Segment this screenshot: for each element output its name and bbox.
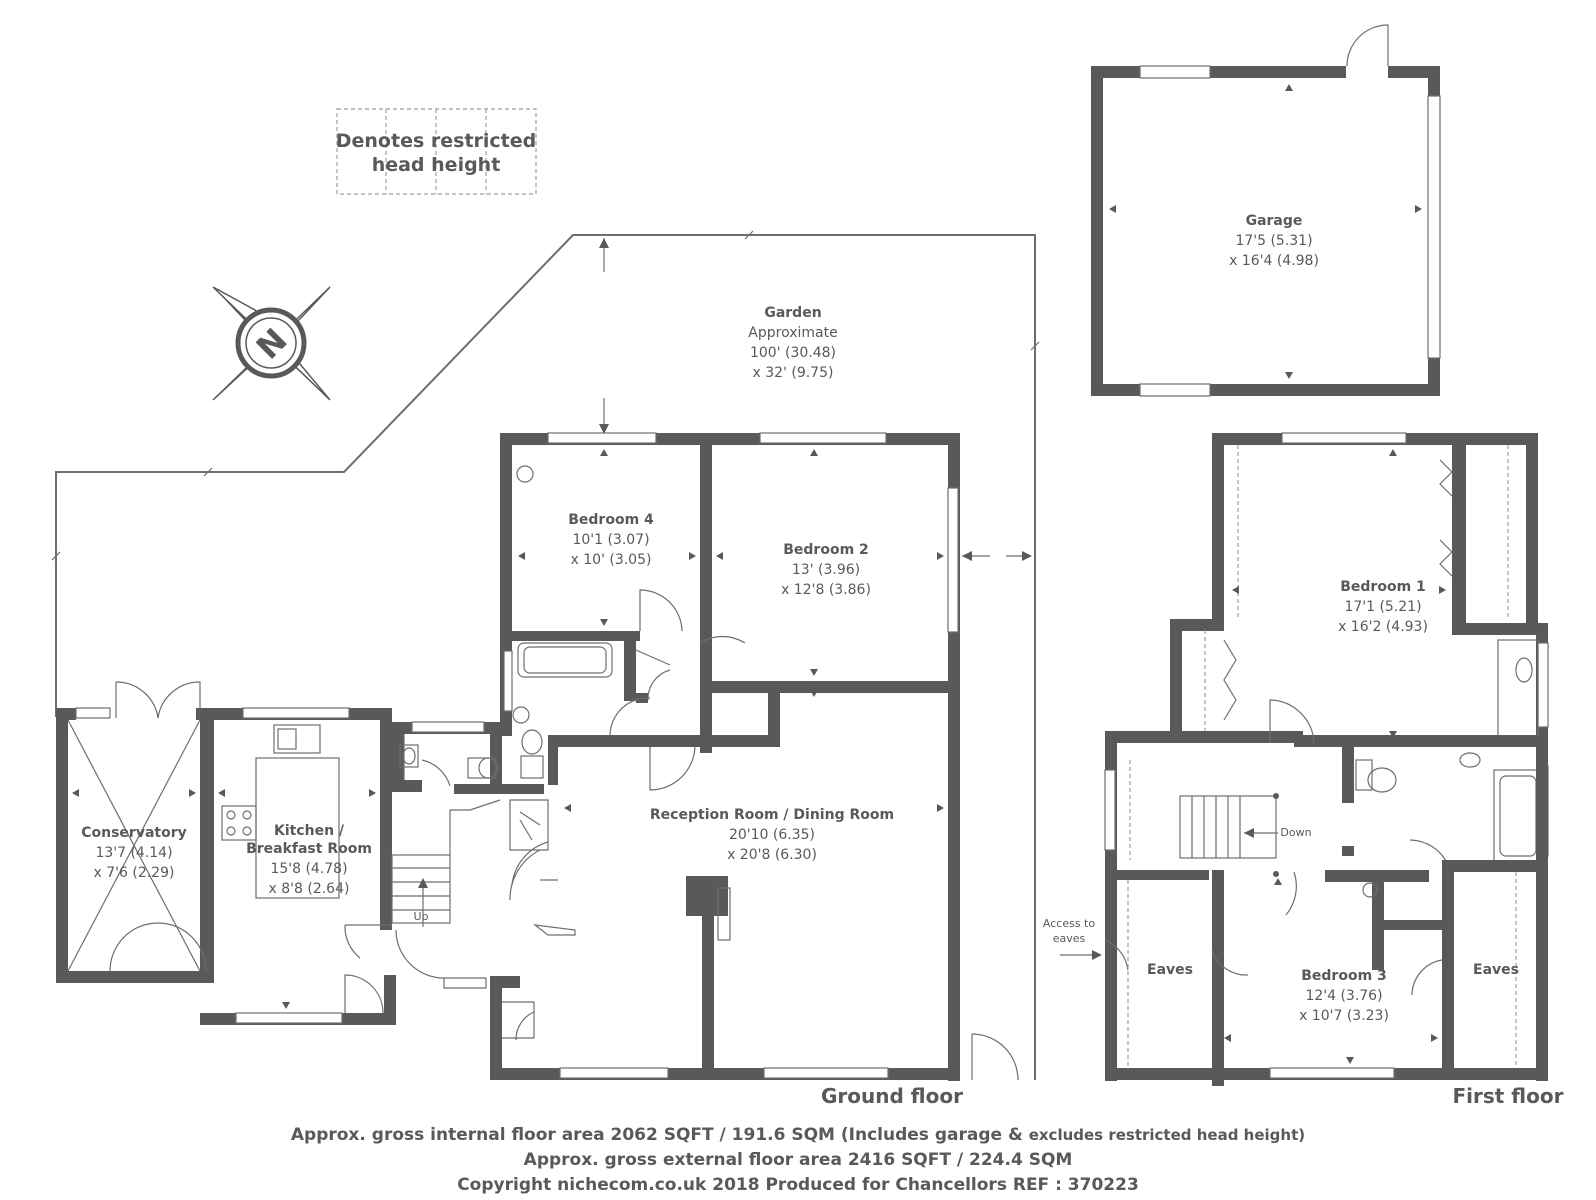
dimension-ticks <box>72 449 1446 1064</box>
kitchen-name-2: Breakfast Room <box>246 841 372 857</box>
ground-floor-title: Ground floor <box>821 1084 963 1108</box>
bedroom3-dim-2: x 10'7 (3.23) <box>1299 1008 1389 1024</box>
footer-line-2: Approx. gross external floor area 2416 S… <box>524 1150 1073 1170</box>
eaves-left: Eaves <box>1147 962 1193 978</box>
footer: Approx. gross internal floor area 2062 S… <box>291 1125 1305 1195</box>
room-labels: Garden Approximate 100' (30.48) x 32' (9… <box>81 213 1519 1024</box>
kitchen-dim-1: 15'8 (4.78) <box>270 861 347 877</box>
conservatory-dim-2: x 7'6 (2.29) <box>94 865 175 881</box>
garden-dim-1: 100' (30.48) <box>750 345 836 361</box>
access-eaves-line-2: eaves <box>1053 932 1086 945</box>
bedroom4-name: Bedroom 4 <box>568 512 654 528</box>
garden-dim-2: x 32' (9.75) <box>753 365 834 381</box>
garden-boundary <box>51 230 1040 1080</box>
footer-line-1: Approx. gross internal floor area 2062 S… <box>291 1125 1305 1145</box>
legend-line-1: Denotes restricted <box>336 130 537 152</box>
bedroom1-dim-2: x 16'2 (4.93) <box>1338 619 1428 635</box>
garden-note: Approximate <box>748 325 837 341</box>
bedroom4-dim-1: 10'1 (3.07) <box>572 532 649 548</box>
bedroom2-name: Bedroom 2 <box>783 542 869 558</box>
reception-name: Reception Room / Dining Room <box>650 807 894 823</box>
bedroom2-dim-2: x 12'8 (3.86) <box>781 582 871 598</box>
restricted-height-legend: Denotes restricted head height <box>336 108 537 195</box>
legend-line-2: head height <box>372 154 501 176</box>
bedroom1-dim-1: 17'1 (5.21) <box>1344 599 1421 615</box>
first-floor <box>1060 432 1549 1086</box>
garage-name: Garage <box>1246 213 1303 229</box>
conservatory-name: Conservatory <box>81 825 187 841</box>
garden-name: Garden <box>764 305 821 321</box>
bedroom1-name: Bedroom 1 <box>1340 579 1426 595</box>
bedroom2-dim-1: 13' (3.96) <box>792 562 860 578</box>
stairs-down-label: Down <box>1280 826 1311 839</box>
footer-line-3: Copyright nichecom.co.uk 2018 Produced f… <box>457 1175 1139 1195</box>
access-eaves-line-1: Access to <box>1043 917 1095 930</box>
footer-line-1b: excludes restricted head height) <box>1029 1126 1305 1144</box>
garage <box>1091 24 1441 397</box>
kitchen-dim-2: x 8'8 (2.64) <box>269 881 350 897</box>
stairs-up-label: Up <box>413 910 428 923</box>
reception-dim-1: 20'10 (6.35) <box>729 827 815 843</box>
eaves-right: Eaves <box>1473 962 1519 978</box>
ground-floor <box>56 432 1032 1081</box>
bedroom3-name: Bedroom 3 <box>1301 968 1387 984</box>
kitchen-name-1: Kitchen / <box>274 823 345 839</box>
bedroom4-dim-2: x 10' (3.05) <box>571 552 652 568</box>
reception-dim-2: x 20'8 (6.30) <box>727 847 817 863</box>
conservatory-dim-1: 13'7 (4.14) <box>95 845 172 861</box>
bedroom3-dim-1: 12'4 (3.76) <box>1305 988 1382 1004</box>
footer-line-1a: Approx. gross internal floor area 2062 S… <box>291 1125 1029 1145</box>
compass-icon: N <box>212 286 331 401</box>
garage-dim-2: x 16'4 (4.98) <box>1229 253 1319 269</box>
first-floor-title: First floor <box>1453 1084 1564 1108</box>
garage-dim-1: 17'5 (5.31) <box>1235 233 1312 249</box>
